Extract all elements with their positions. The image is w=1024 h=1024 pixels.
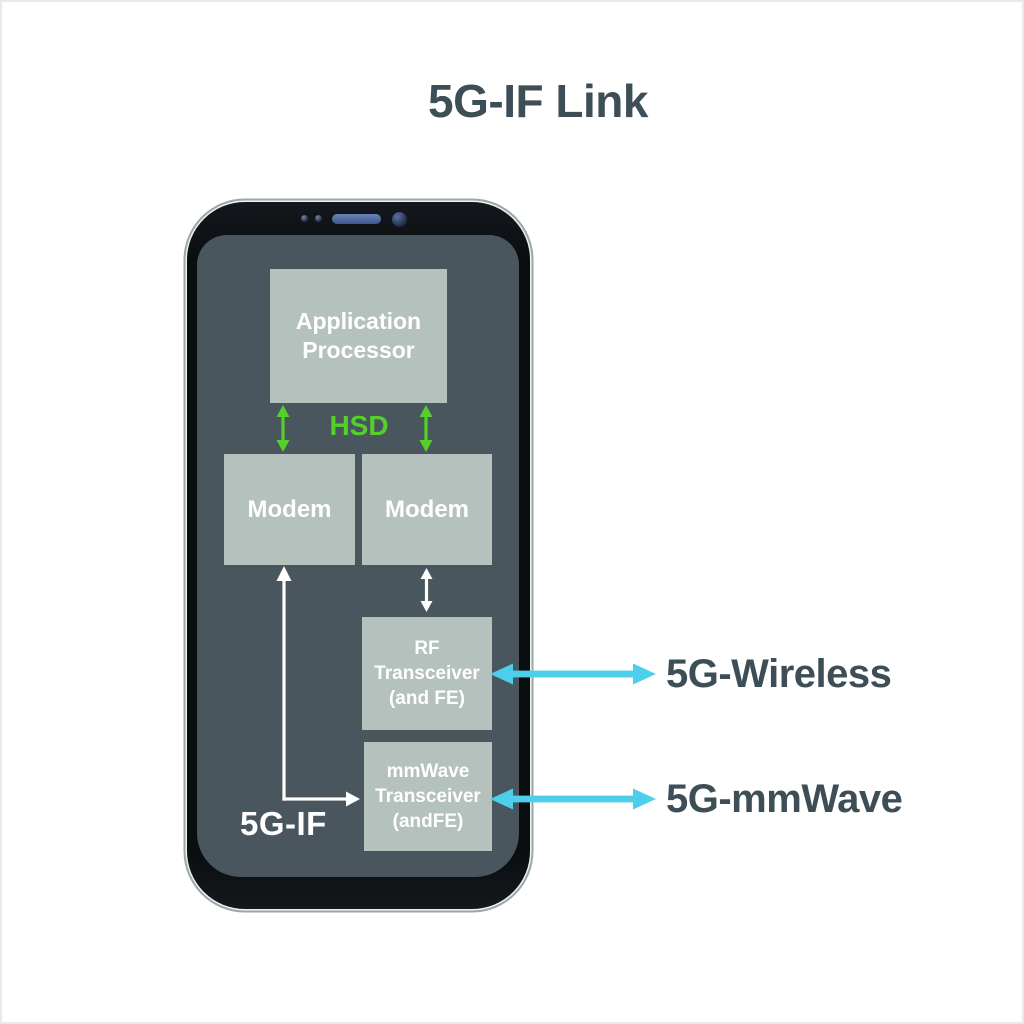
camera-icon: [392, 212, 407, 227]
modem-left-block: Modem: [224, 454, 355, 565]
application-processor-block: Application Processor: [270, 269, 447, 403]
hsd-arrow-left-icon: [276, 405, 290, 452]
sensor-dot-icon: [301, 215, 308, 222]
mmwave-label: 5G-mmWave: [666, 777, 903, 821]
if-link-arrow-icon: [272, 562, 367, 807]
hsd-arrow-right-icon: [419, 405, 433, 452]
speaker-icon: [332, 214, 381, 224]
hsd-label: HSD: [329, 410, 389, 441]
mmwave-arrow-icon: [490, 786, 656, 812]
wireless-label: 5G-Wireless: [666, 652, 892, 696]
modem-right-block: Modem: [362, 454, 492, 565]
sensor-dot-icon: [315, 215, 322, 222]
rf-transceiver-block: RF Transceiver (and FE): [362, 617, 492, 730]
wireless-arrow-icon: [490, 661, 656, 687]
modem-rf-arrow-icon: [420, 568, 433, 612]
mmwave-transceiver-block: mmWave Transceiver (andFE): [364, 742, 492, 851]
if-link-label: 5G-IF: [240, 805, 327, 842]
page-title: 5G-IF Link: [428, 75, 648, 127]
